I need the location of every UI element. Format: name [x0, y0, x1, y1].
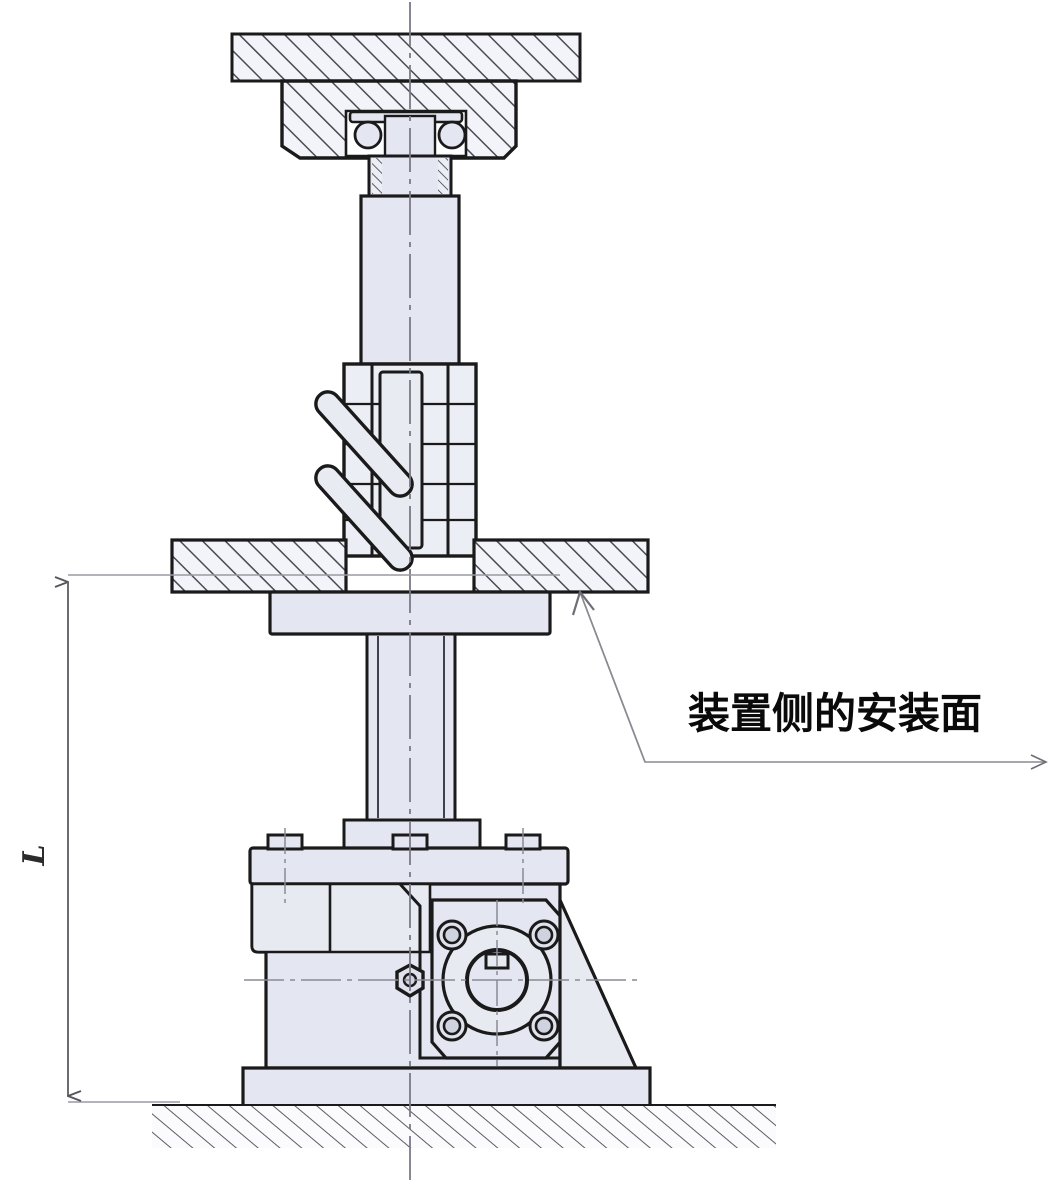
overall-height-dimension: L [17, 574, 560, 1103]
base-plate-body [241, 1066, 652, 1108]
gearbox-flange-plate [248, 846, 570, 886]
bolt-centerlines [284, 828, 524, 1066]
flange-bolt-bl [436, 1010, 468, 1042]
mounting-plate-right [472, 538, 650, 594]
floor [152, 1104, 776, 1148]
ceiling-plate [230, 32, 582, 83]
top-bearing-housing [280, 79, 518, 160]
gearbox-left-recess [250, 882, 432, 954]
floor-hatch-region [152, 1106, 776, 1148]
ball-return-tubes [314, 390, 414, 572]
base-plate [241, 1066, 652, 1108]
flange-bolt-br [528, 1010, 560, 1042]
protective-tube-body [365, 632, 457, 822]
ball-bearing-right [437, 120, 467, 150]
thread-flank-right [438, 158, 448, 194]
ball-return-tube-upper [314, 390, 414, 498]
ceiling-plate-section [230, 32, 582, 83]
tube-wall-lines [377, 636, 445, 818]
mounting-plate [170, 538, 650, 594]
ball-bearing-left [353, 120, 383, 150]
annotation-leader-arrowhead [571, 589, 595, 616]
dim-label-L: L [17, 844, 52, 866]
flange-bolt-tl [436, 919, 468, 951]
ball-return-tube-lower [314, 464, 414, 572]
mounting-plate-left [170, 538, 348, 594]
protective-tube [365, 632, 457, 822]
annotation-leader-diagonal [579, 591, 646, 763]
gearbox-body [250, 882, 639, 1070]
mounting-surface-label: 装置侧的安装面 [688, 689, 982, 738]
thread-flank-left [372, 158, 382, 194]
mounting-surface-annotation: 装置侧的安装面 [571, 589, 1048, 770]
flange-bolt-tr [528, 919, 560, 951]
input-flange-bolts [436, 919, 560, 1042]
